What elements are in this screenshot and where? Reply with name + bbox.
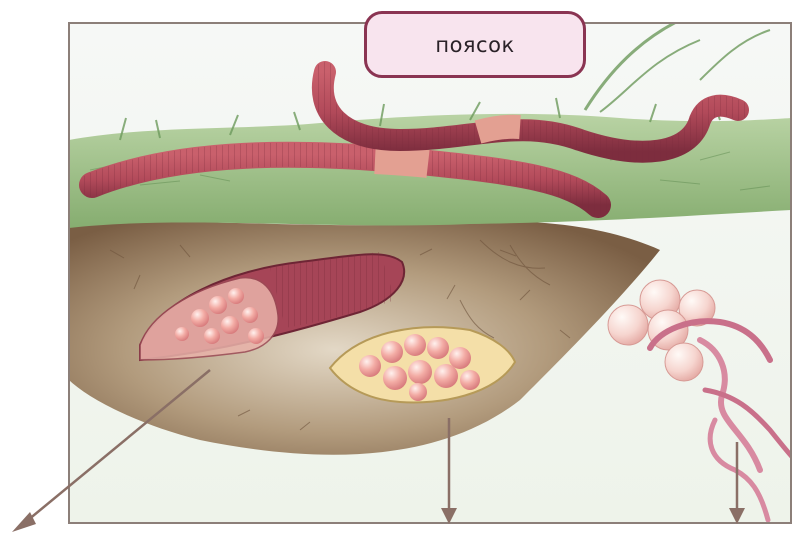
clitellum-label-text: поясок bbox=[435, 33, 514, 57]
clitellum-upper bbox=[478, 127, 520, 132]
clitellum-label: поясок bbox=[364, 11, 586, 78]
clitellum-lower bbox=[375, 160, 428, 164]
